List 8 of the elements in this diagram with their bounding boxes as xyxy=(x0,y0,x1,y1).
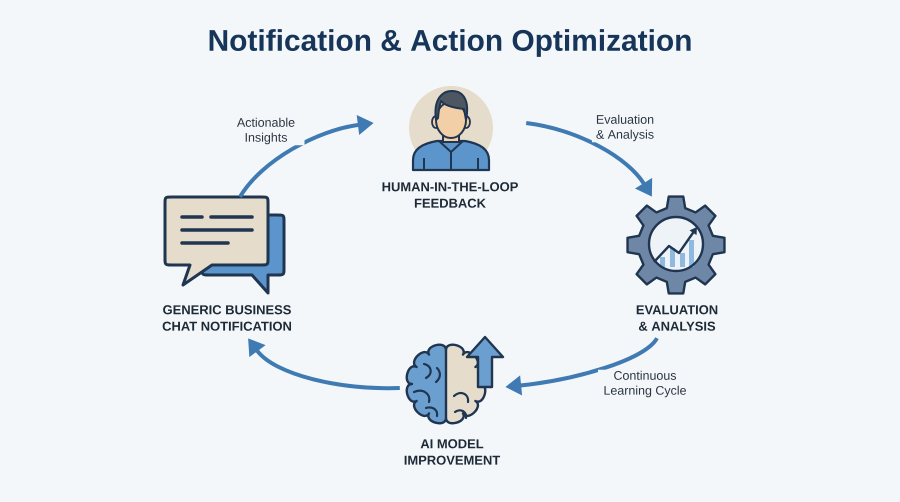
title: Notification & Action Optimization xyxy=(210,29,691,57)
edge-label: Actionable Insights xyxy=(228,116,304,146)
edge-label: Continuous Learning Cycle xyxy=(598,370,692,398)
edge-label: Evaluation & Analysis xyxy=(592,114,658,142)
node-label: GENERIC BUSINESS CHAT NOTIFICATION xyxy=(162,305,292,331)
node-label: AI MODEL IMPROVEMENT xyxy=(404,439,500,465)
node-label: EVALUATION & ANALYSIS xyxy=(636,305,718,331)
node-label: HUMAN-IN-THE-LOOP FEEDBACK xyxy=(382,182,518,208)
